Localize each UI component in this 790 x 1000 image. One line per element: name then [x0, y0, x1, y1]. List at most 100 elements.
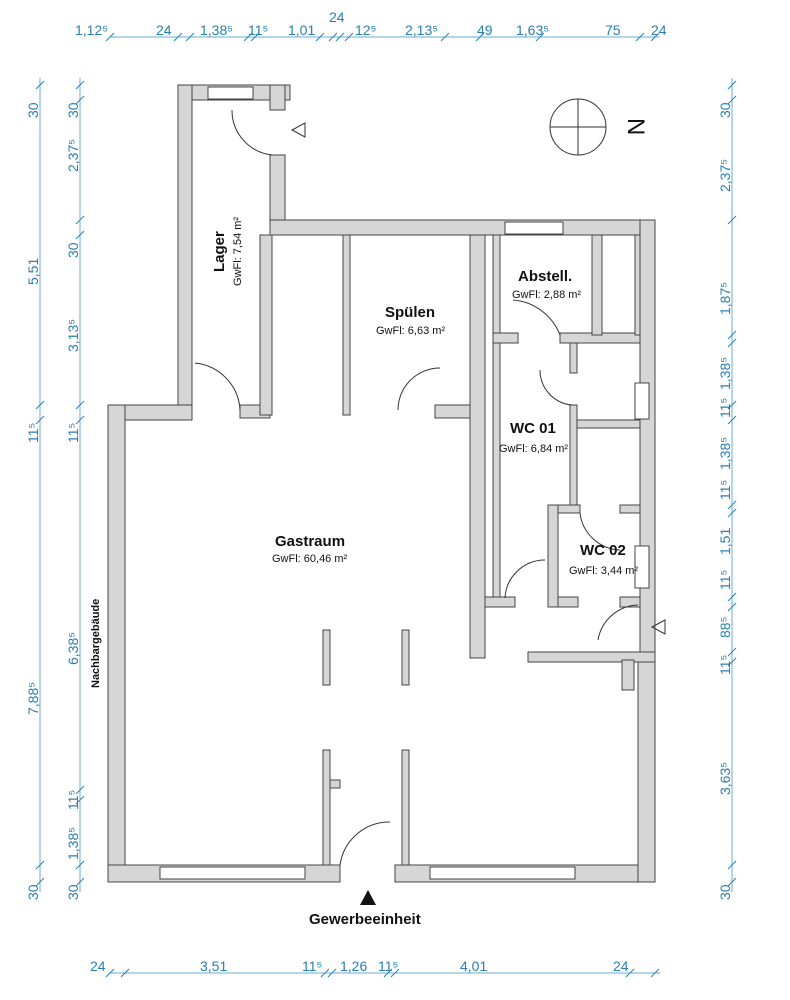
- dimension-tick: [75, 80, 85, 90]
- dim-label: 2,37⁵: [65, 139, 81, 172]
- room-name: WC 02: [580, 542, 626, 559]
- dimension-tick: [35, 400, 45, 410]
- dim-label: 24: [651, 22, 667, 38]
- dimension-tick: [727, 215, 737, 225]
- dimension-tick: [105, 32, 115, 42]
- dim-label: 24: [156, 22, 172, 38]
- dimension-lines: [39, 36, 733, 974]
- dim-label: 30: [717, 884, 733, 900]
- dim-label: 11⁵: [302, 958, 322, 974]
- unit-title: Gewerbeeinheit: [309, 911, 421, 928]
- dimensions-bottom: 24 3,51 11⁵ 1,26 11⁵ 4,01 24: [90, 958, 629, 974]
- north-label: N: [622, 118, 649, 135]
- dimension-tick: [727, 330, 737, 340]
- dim-label: 75: [605, 22, 621, 38]
- dimension-tick: [727, 860, 737, 870]
- dim-label: 3,13⁵: [65, 319, 81, 352]
- dimension-tick: [75, 877, 85, 887]
- room-name: Gastraum: [275, 533, 345, 550]
- dim-label: 24: [613, 958, 629, 974]
- room-area: GwFl: 6,63 m²: [376, 325, 445, 337]
- dim-label: 7,88⁵: [25, 682, 41, 715]
- dimension-tick: [35, 80, 45, 90]
- main-entrance-arrow-icon: [360, 890, 376, 905]
- dimension-ticks: [35, 32, 737, 978]
- dimension-tick: [75, 795, 85, 805]
- dim-label: 30: [25, 884, 41, 900]
- dim-label: 30: [717, 102, 733, 118]
- dim-label: 30: [65, 242, 81, 258]
- dimension-tick: [727, 592, 737, 602]
- dimension-tick: [75, 400, 85, 410]
- dim-label: 1,38⁵: [200, 22, 233, 38]
- dim-label: 1,12⁵: [75, 22, 108, 38]
- dimension-tick: [75, 230, 85, 240]
- room-area: GwFl: 2,88 m²: [512, 289, 581, 301]
- dim-label: 88⁵: [717, 617, 733, 638]
- dimension-tick: [105, 968, 115, 978]
- dim-label: 30: [25, 102, 41, 118]
- dimension-tick: [75, 860, 85, 870]
- dimension-tick: [75, 215, 85, 225]
- dimension-tick: [35, 877, 45, 887]
- dim-label: 11⁵: [717, 570, 733, 590]
- dim-label: 11⁵: [717, 398, 733, 418]
- dimension-tick: [75, 415, 85, 425]
- dimension-tick: [250, 32, 260, 42]
- dimension-tick: [727, 508, 737, 518]
- dimension-tick: [35, 860, 45, 870]
- dimension-tick: [650, 968, 660, 978]
- dim-label: 1,26: [340, 958, 367, 974]
- dim-label: 1,51: [717, 528, 733, 555]
- dimension-tick: [185, 32, 195, 42]
- room-name: Lager: [211, 231, 228, 272]
- entrance-marker-icon: [290, 122, 306, 138]
- dim-label: 3,51: [200, 958, 227, 974]
- doors: [194, 109, 639, 866]
- dimension-tick: [727, 657, 737, 667]
- dimension-tick: [727, 338, 737, 348]
- dim-label: 11⁵: [65, 423, 81, 443]
- dim-label: 1,38⁵: [65, 827, 81, 860]
- dimension-tick: [727, 95, 737, 105]
- dimension-tick: [390, 968, 400, 978]
- dim-label: 11⁵: [65, 790, 81, 810]
- north-compass-icon: [549, 98, 607, 156]
- dimension-tick: [727, 647, 737, 657]
- dim-label: 11⁵: [25, 423, 41, 443]
- dimension-tick: [727, 80, 737, 90]
- dim-label: 5,51: [25, 258, 41, 285]
- dim-label: 24: [90, 958, 106, 974]
- dim-label: 2,37⁵: [717, 159, 733, 192]
- dim-label: 4,01: [460, 958, 487, 974]
- dim-label: 3,63⁵: [717, 762, 733, 795]
- dimension-tick: [727, 602, 737, 612]
- walls: [107, 84, 656, 883]
- dim-label: 1,01: [288, 22, 315, 38]
- dimension-tick: [173, 32, 183, 42]
- dim-label: 49: [477, 22, 493, 38]
- dimensions-left-outer: 30 5,51 11⁵ 7,88⁵ 30: [25, 102, 41, 900]
- windows: [159, 86, 650, 880]
- dimension-tick: [440, 32, 450, 42]
- room-area: GwFl: 7,54 m²: [232, 217, 244, 286]
- dimension-tick: [635, 32, 645, 42]
- room-area: GwFl: 60,46 m²: [272, 553, 348, 565]
- dimension-tick: [35, 415, 45, 425]
- dim-label: 30: [65, 102, 81, 118]
- dimension-tick: [120, 968, 130, 978]
- dim-label: 12⁵: [355, 22, 376, 38]
- dim-label: 24: [329, 9, 345, 25]
- dim-label: 30: [65, 884, 81, 900]
- dimension-tick: [335, 32, 345, 42]
- room-name: Abstell.: [518, 268, 572, 285]
- dimensions-top: 1,12⁵ 24 1,38⁵ 11⁵ 1,01 24 12⁵ 2,13⁵ 49 …: [75, 9, 667, 38]
- dim-label: 1,87⁵: [717, 282, 733, 315]
- dim-label: 11⁵: [248, 22, 268, 38]
- dimension-tick: [327, 968, 337, 978]
- room-name: Spülen: [385, 304, 435, 321]
- dimension-tick: [243, 32, 253, 42]
- dimension-tick: [315, 32, 325, 42]
- dimension-tick: [75, 785, 85, 795]
